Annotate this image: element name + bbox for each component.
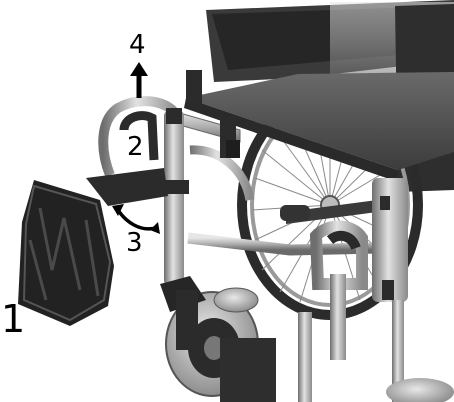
footplate xyxy=(18,180,114,326)
callout-label-1: 1 xyxy=(1,300,25,338)
callout-label-4: 4 xyxy=(129,32,146,58)
up-arrow-icon xyxy=(130,62,148,98)
callout-label-3: 3 xyxy=(126,230,143,256)
callout-label-2: 2 xyxy=(127,134,144,160)
